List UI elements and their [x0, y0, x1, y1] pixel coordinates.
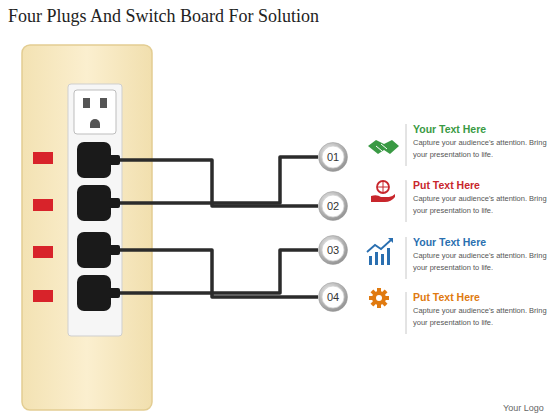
switch: [33, 152, 53, 302]
callout-number: 04: [318, 282, 348, 312]
heading-text: Your Text Here: [413, 236, 553, 248]
globe-hand-icon: [371, 181, 395, 202]
outlet: [74, 90, 116, 134]
body-text: Capture your audience's attention. Bring…: [413, 137, 548, 161]
body-text: Capture your audience's attention. Bring…: [413, 250, 548, 274]
chart-icon: [367, 238, 393, 265]
number-circle: 02: [318, 191, 348, 221]
socket-panel: [68, 84, 122, 336]
power-strip: [22, 45, 152, 410]
callout-number: 02: [318, 191, 348, 221]
gear-icon: [369, 288, 389, 308]
logo-text: Your Logo: [503, 402, 558, 414]
number-circle: 04: [318, 282, 348, 312]
plug: [77, 142, 120, 311]
heading-text: Put Text Here: [413, 179, 553, 191]
heading-text: Your Text Here: [413, 123, 553, 135]
callout-number: 03: [318, 235, 348, 265]
callout-number: 01: [318, 142, 348, 172]
body-text: Capture your audience's attention. Bring…: [413, 305, 548, 329]
handshake-icon: [368, 140, 399, 154]
page-title: Four Plugs And Switch Board For Solution: [8, 6, 319, 27]
cable: [118, 157, 318, 297]
number-circle: 01: [318, 142, 348, 172]
body-text: Capture your audience's attention. Bring…: [413, 193, 548, 217]
number-circle: 03: [318, 235, 348, 265]
heading-text: Put Text Here: [413, 291, 553, 303]
divider-line: [406, 124, 407, 334]
